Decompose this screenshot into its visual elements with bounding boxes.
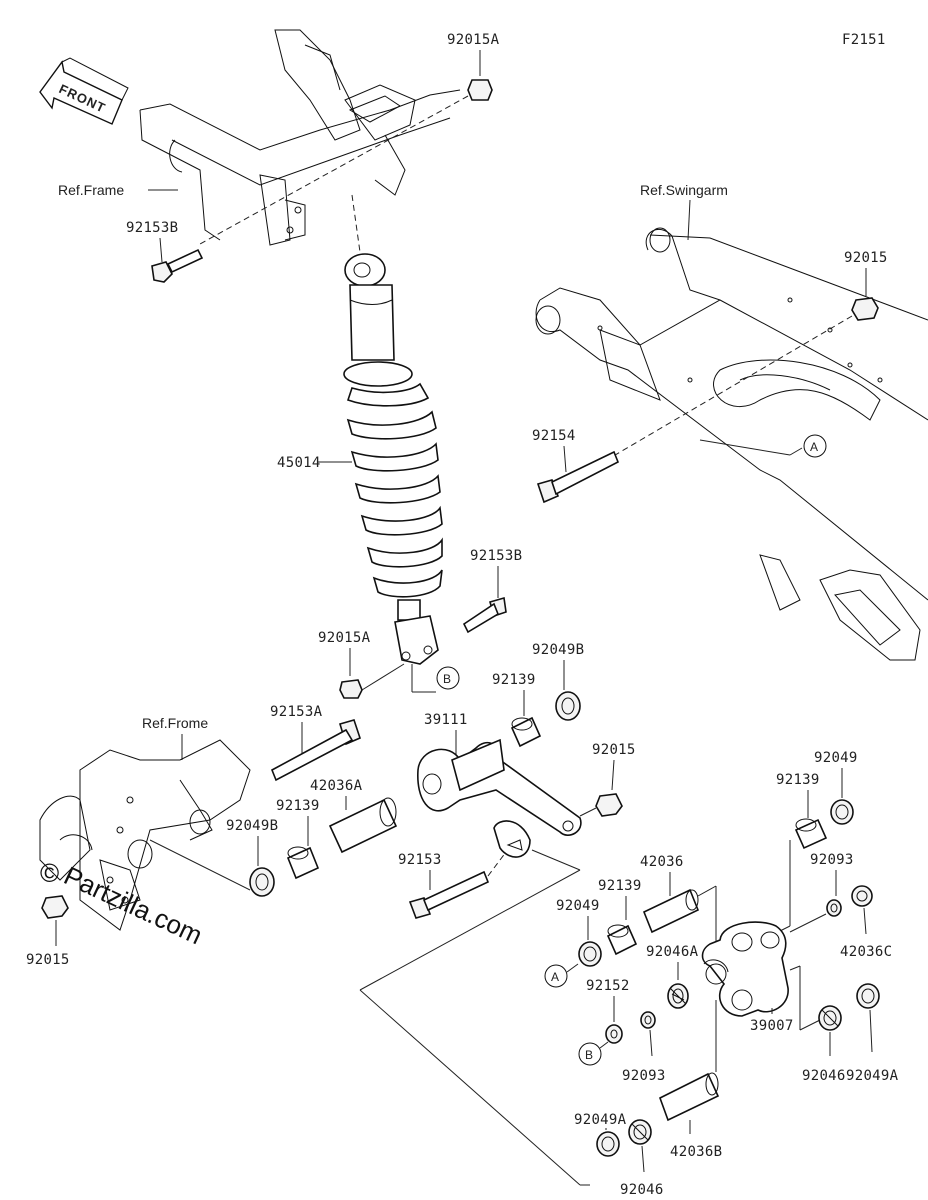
marker-a-swingarm: A [810,440,818,454]
part-label-92153B-mid: 92153B [470,548,522,564]
part-label-92152: 92152 [586,978,630,994]
collar-92049B-right [555,691,581,721]
bolt-92153B-top [151,248,204,283]
collar-92139-center [606,924,638,956]
part-label-92015-link: 92015 [592,742,636,758]
ref-swingarm-label: Ref.Swingarm [640,182,728,198]
part-label-39111: 39111 [424,712,468,728]
marker-b-lever: B [585,1048,593,1062]
figure-code: F2151 [842,32,886,48]
collar-92139-left [286,846,320,880]
part-label-42036: 42036 [640,854,684,870]
bushing-42036C [851,885,873,907]
part-label-92154: 92154 [532,428,576,444]
part-label-42036B: 42036B [670,1144,722,1160]
bolt-92153A [270,719,361,782]
part-label-92153B-top: 92153B [126,220,178,236]
frame-upper-drawing [139,29,461,246]
copyright-symbol: © [40,858,59,888]
part-label-92046A: 92046A [646,944,699,960]
collar-92049-center [578,941,602,967]
collar-92139-upper [510,716,542,748]
marker-a-lever: A [551,970,559,984]
part-label-42036A: 42036A [310,778,363,794]
bushing-42036B [659,1072,720,1122]
collar-92049A-bottom [596,1131,620,1157]
washer-92152 [605,1024,623,1044]
bearing-92046-right [818,1005,842,1031]
shock-absorber-45014 [343,253,443,665]
collar-92139-right [794,818,828,850]
frame-lower-drawing [39,739,251,931]
part-label-92139-upper: 92139 [492,672,536,688]
part-label-92049-right: 92049 [814,750,858,766]
bearing-92046A [667,983,689,1009]
bolt-92153B-mid [462,596,507,634]
part-label-42036C: 42036C [840,944,892,960]
part-label-45014: 45014 [277,455,321,471]
part-label-92093-center: 92093 [622,1068,666,1084]
part-label-92139-right: 92139 [776,772,820,788]
part-label-92049B-right: 92049B [532,642,584,658]
tie-rod-39111 [417,738,582,858]
swingarm-drawing [535,227,928,661]
nut-92015A-mid [339,679,363,699]
part-label-92046-right: 92046 [802,1068,846,1084]
bolt-92153 [408,870,490,919]
part-label-92049-center: 92049 [556,898,600,914]
marker-b-shock: B [443,672,451,686]
nut-92015A-top [467,79,493,101]
part-label-92046-bottom: 92046 [620,1182,664,1198]
collar-92049-right [830,799,854,825]
seal-92093-right [826,899,842,917]
collar-92049B-left [249,867,275,897]
part-label-92139-left: 92139 [276,798,320,814]
collar-92049A-right [856,983,880,1009]
part-label-92153: 92153 [398,852,442,868]
bearing-92046-bottom [628,1119,652,1145]
bolt-92154 [536,450,620,504]
bushing-42036 [642,888,700,934]
part-label-92139-center: 92139 [598,878,642,894]
nut-92015-swingarm [851,297,879,321]
front-arrow-icon: FRONT [39,57,129,125]
part-label-92015-swingarm: 92015 [844,250,888,266]
part-label-92015A-mid: 92015A [318,630,371,646]
bushing-42036A [328,797,398,854]
ref-frame-label: Ref.Frame [58,182,124,198]
part-label-92015-left: 92015 [26,952,70,968]
ref-frome-label: Ref.Frome [142,715,208,731]
part-label-92049A-bottom: 92049A [574,1112,627,1128]
nut-92015-left [41,895,69,919]
part-label-92015A-top: 92015A [447,32,500,48]
nut-92015-link [595,793,623,817]
rocker-arm-39007 [701,921,789,1017]
part-label-92049A-right: 92049A [846,1068,899,1084]
part-label-92093-right: 92093 [810,852,854,868]
seal-92093-center [640,1011,656,1029]
part-label-92153A: 92153A [270,704,323,720]
part-label-39007: 39007 [750,1018,794,1034]
part-label-92049B-left: 92049B [226,818,278,834]
watermark-text: Partzilla.com [59,860,207,950]
